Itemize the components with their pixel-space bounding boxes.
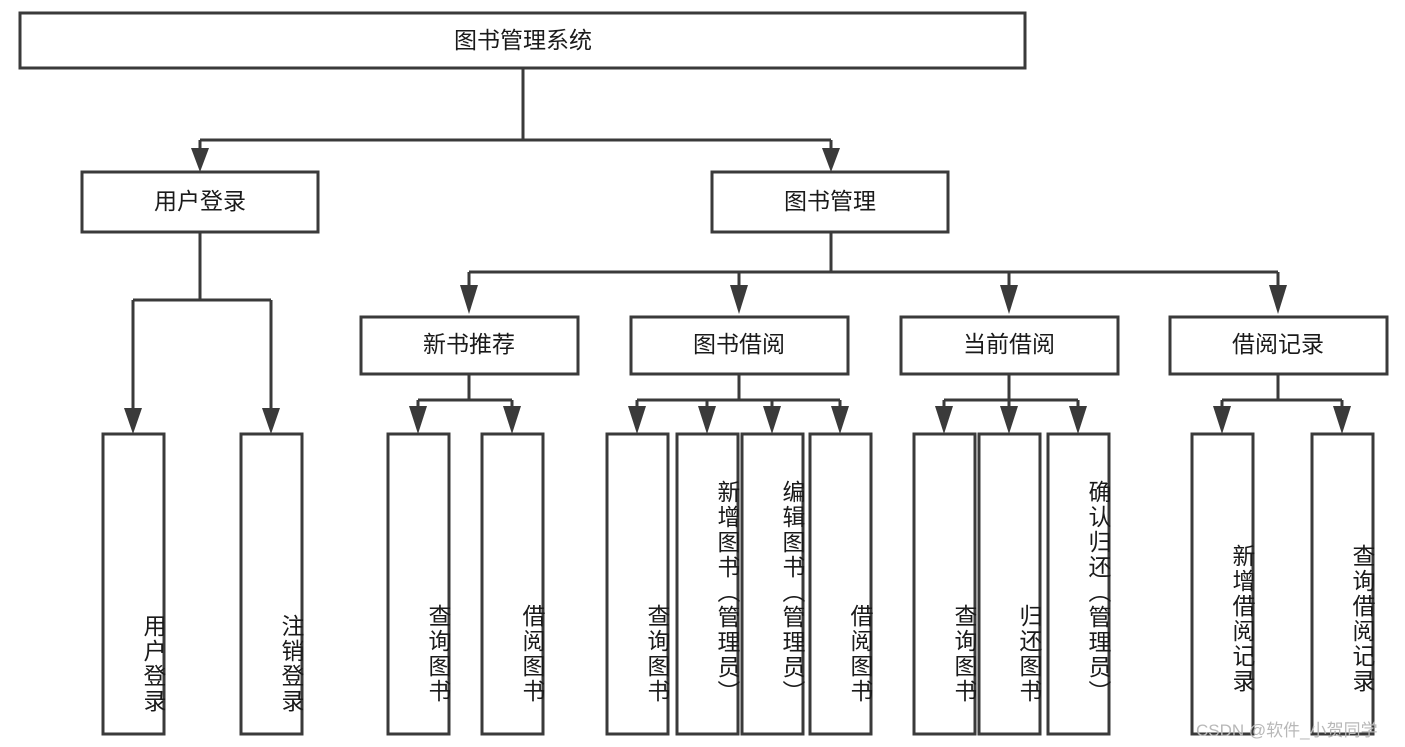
- leaf-box-book-borrow-1[interactable]: [605, 432, 670, 736]
- arrowhead-new-book: [460, 285, 478, 314]
- arrowhead-leaf-current-borrow-1: [935, 406, 953, 434]
- arrowhead-leaf-borrow-record-2: [1333, 406, 1351, 434]
- node-user-login-label: 用户登录: [154, 188, 246, 214]
- arrowhead-leaf-book-borrow-2: [698, 406, 716, 434]
- leaf-box-user-login-1[interactable]: [101, 432, 166, 736]
- arrowhead-leaf-book-borrow-3: [763, 406, 781, 434]
- leaf-box-new-book-2[interactable]: [480, 432, 545, 736]
- leaf-box-book-borrow-3[interactable]: [740, 432, 805, 736]
- node-book-borrow-box[interactable]: [629, 315, 850, 376]
- leaf-box-borrow-record-1[interactable]: [1190, 432, 1255, 736]
- csdn-watermark: CSDN @软件_小贺同学: [1196, 721, 1378, 740]
- arrowhead-borrow-record: [1269, 285, 1287, 314]
- node-new-book-box[interactable]: [359, 315, 580, 376]
- arrowhead-leaf-current-borrow-3: [1069, 406, 1087, 434]
- arrowhead-leaf-new-book-2: [503, 406, 521, 434]
- arrowhead-leaf-book-borrow-4: [831, 406, 849, 434]
- node-root-label: 图书管理系统: [454, 27, 592, 53]
- node-current-borrow-box[interactable]: [899, 315, 1120, 376]
- node-book-mgmt-box[interactable]: [710, 170, 950, 234]
- leaf-box-current-borrow-3[interactable]: [1046, 432, 1111, 736]
- arrowhead-leaf-user-login-1: [124, 408, 142, 434]
- leaf-box-borrow-record-2[interactable]: [1310, 432, 1375, 736]
- node-user-login-box[interactable]: [80, 170, 320, 234]
- connector-group: [124, 68, 1351, 434]
- node-new-book-label: 新书推荐: [423, 331, 515, 357]
- node-borrow-record-label: 借阅记录: [1232, 331, 1324, 357]
- leaf-box-current-borrow-2[interactable]: [977, 432, 1042, 736]
- arrowhead-user-login: [191, 148, 209, 172]
- leaf-box-user-login-2[interactable]: [239, 432, 304, 736]
- leaf-box-current-borrow-1[interactable]: [912, 432, 977, 736]
- arrowhead-book-borrow: [730, 285, 748, 314]
- leaf-box-book-borrow-4[interactable]: [808, 432, 873, 736]
- arrowhead-leaf-user-login-2: [262, 408, 280, 434]
- arrowhead-book-mgmt: [822, 148, 840, 172]
- node-root-box[interactable]: [18, 11, 1027, 70]
- arrowhead-current-borrow: [1000, 285, 1018, 314]
- node-current-borrow-label: 当前借阅: [963, 331, 1055, 357]
- node-borrow-record-box[interactable]: [1168, 315, 1389, 376]
- arrowhead-leaf-borrow-record-1: [1213, 406, 1231, 434]
- arrowhead-leaf-current-borrow-2: [1000, 406, 1018, 434]
- leaf-box-book-borrow-2[interactable]: [675, 432, 740, 736]
- node-book-borrow-label: 图书借阅: [693, 331, 785, 357]
- arrowhead-leaf-new-book-1: [409, 406, 427, 434]
- leaf-box-new-book-1[interactable]: [386, 432, 451, 736]
- arrowhead-leaf-book-borrow-1: [628, 406, 646, 434]
- node-book-mgmt-label: 图书管理: [784, 188, 876, 214]
